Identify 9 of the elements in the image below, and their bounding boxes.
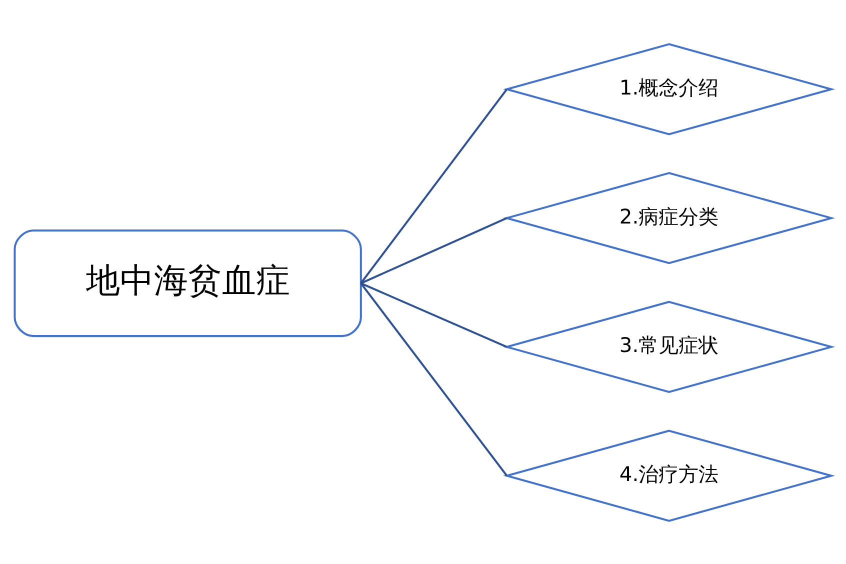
connector — [360, 88, 508, 284]
node-diamond: 2.病症分类 — [503, 172, 836, 264]
node-diamond: 3.常见症状 — [503, 300, 836, 392]
node-box: 地中海贫血症 — [14, 228, 362, 337]
connector — [360, 216, 508, 284]
node-diamond: 1.概念介绍 — [503, 42, 836, 135]
node-diamond: 4.治疗方法 — [503, 429, 836, 522]
connector — [360, 282, 508, 348]
connector — [360, 282, 508, 476]
